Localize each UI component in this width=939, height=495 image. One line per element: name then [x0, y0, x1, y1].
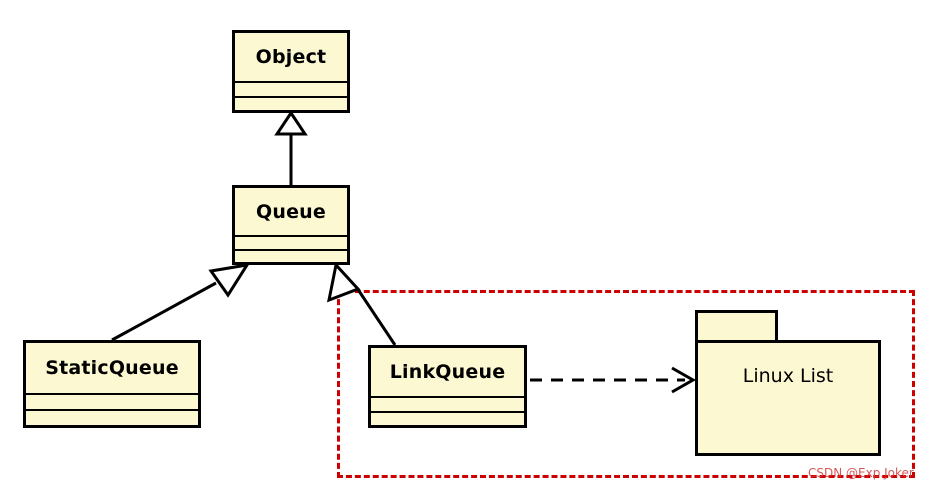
- uml-class-queue-separator-1: [235, 235, 347, 237]
- watermark-text: CSDN @Exp.Joker: [808, 466, 914, 480]
- uml-class-linkqueue[interactable]: LinkQueue: [368, 345, 527, 428]
- uml-class-object-attributes: [235, 83, 347, 96]
- highlight-region-rectangle: [337, 290, 915, 478]
- uml-package-linux-list-label: Linux List: [742, 365, 834, 387]
- uml-class-object-separator-1: [235, 81, 347, 83]
- uml-class-object-operations: [235, 97, 347, 110]
- uml-class-staticqueue-separator-1: [26, 393, 198, 395]
- uml-package-linux-list-body: Linux List: [695, 340, 881, 456]
- generalization-staticqueue-to-queue: [111, 262, 251, 342]
- uml-class-linkqueue-operations: [371, 412, 524, 425]
- uml-class-staticqueue-attributes: [26, 395, 198, 409]
- uml-class-object-separator-2: [235, 95, 347, 98]
- uml-class-queue-separator-2: [235, 248, 347, 251]
- uml-class-staticqueue-operations: [26, 411, 198, 425]
- uml-class-linkqueue-separator-1: [371, 396, 524, 398]
- uml-class-queue-operations: [235, 250, 347, 262]
- uml-class-staticqueue[interactable]: StaticQueue: [23, 340, 201, 428]
- uml-class-object-name: Object: [255, 46, 327, 68]
- uml-class-linkqueue-name: LinkQueue: [389, 361, 506, 383]
- generalization-queue-to-object: [274, 110, 308, 185]
- uml-class-queue[interactable]: Queue: [232, 185, 350, 265]
- uml-class-staticqueue-separator-2: [26, 409, 198, 411]
- uml-package-linux-list-tab: [695, 310, 778, 343]
- uml-class-queue-name: Queue: [256, 200, 326, 223]
- uml-class-staticqueue-name: StaticQueue: [45, 357, 179, 379]
- uml-class-linkqueue-separator-2: [371, 410, 524, 413]
- uml-class-linkqueue-attributes: [371, 398, 524, 411]
- uml-class-queue-attributes: [235, 237, 347, 249]
- uml-class-object[interactable]: Object: [232, 30, 350, 113]
